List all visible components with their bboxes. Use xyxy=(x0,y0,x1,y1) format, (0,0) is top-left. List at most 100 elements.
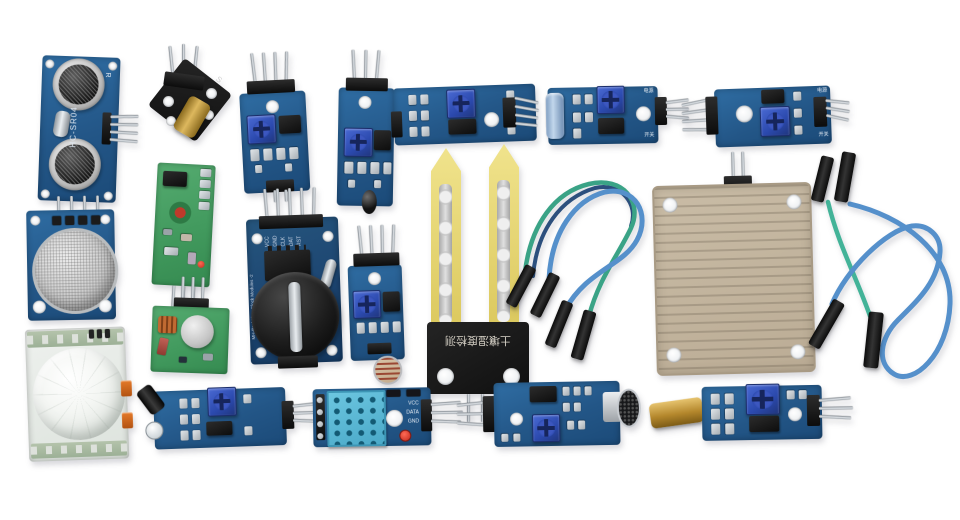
solder-pad xyxy=(179,398,188,409)
switch-label: 开关 xyxy=(818,131,829,138)
tilt-sensor-module xyxy=(646,379,861,447)
pin xyxy=(681,118,709,124)
solder-pad xyxy=(567,420,575,430)
pin xyxy=(819,414,852,420)
pin-header xyxy=(345,77,388,92)
wire-navy xyxy=(531,185,635,278)
ir-obstacle-module xyxy=(135,378,320,458)
solder-pad xyxy=(200,168,212,178)
trimmer-potentiometer xyxy=(352,289,382,319)
pin xyxy=(457,421,486,427)
pin xyxy=(682,128,709,132)
pin-label: RST xyxy=(296,235,303,246)
pin-label-gnd: GND xyxy=(407,418,420,425)
battery-clip xyxy=(288,281,303,353)
transducer-mesh xyxy=(54,143,96,186)
trimmer-potentiometer xyxy=(745,383,781,416)
pin-label: CLK xyxy=(280,236,287,247)
pin xyxy=(818,406,853,410)
power-label: 电源 xyxy=(643,88,654,95)
solder-pad xyxy=(562,402,570,412)
inductor-coil xyxy=(157,315,178,334)
solder-joint xyxy=(316,397,323,404)
solder-pad xyxy=(786,390,795,400)
pin xyxy=(363,49,368,80)
solder-pad xyxy=(356,322,365,334)
pin xyxy=(263,188,269,220)
mounting-hole xyxy=(503,368,520,385)
pin-label: DAT xyxy=(288,236,295,247)
solder-pad xyxy=(263,148,273,161)
pin-header xyxy=(705,96,719,135)
tilt-switch-cylinder xyxy=(648,396,705,429)
smd-component xyxy=(406,389,421,397)
pin-header xyxy=(246,79,296,95)
gas-sensor-module xyxy=(25,195,119,323)
trimmer-potentiometer xyxy=(531,413,561,443)
wire-teal xyxy=(825,199,873,319)
solder-pad xyxy=(420,94,429,105)
smd-component xyxy=(178,356,187,363)
dht11-sensor-body xyxy=(326,390,387,448)
comparator-ic xyxy=(529,385,557,403)
pin xyxy=(284,51,289,82)
solder-pad xyxy=(244,426,253,436)
sensor-module-a xyxy=(235,50,319,204)
pin-header xyxy=(353,252,400,267)
solder-pad xyxy=(573,128,582,139)
comparator-ic xyxy=(598,117,625,135)
solder-pad xyxy=(794,125,803,135)
solder-pad xyxy=(793,108,803,118)
pin-label: GND xyxy=(272,235,279,247)
comparator-ic xyxy=(206,420,233,436)
flame-sensor-bulb xyxy=(361,189,378,215)
solder-pad xyxy=(392,321,401,333)
solder-pad xyxy=(584,94,593,105)
pin xyxy=(467,394,470,422)
pin xyxy=(681,98,708,107)
solder-pad xyxy=(276,147,286,161)
fork-trace-right xyxy=(497,180,510,322)
moisture-comparator-module xyxy=(390,80,544,151)
solder-pad xyxy=(408,110,418,122)
wire-blue xyxy=(546,188,645,313)
solder-pad xyxy=(348,179,356,188)
solder-pad xyxy=(192,429,201,441)
solder-joint xyxy=(317,433,324,440)
solder-pad xyxy=(191,413,201,425)
solder-pad xyxy=(289,146,299,160)
solder-pad xyxy=(584,386,592,396)
mounting-hole xyxy=(437,368,454,385)
photoresistor-module xyxy=(345,224,413,388)
transducer-mesh xyxy=(57,63,100,106)
laser-emitter-module: S xyxy=(147,44,234,152)
vibration-switch-cylinder xyxy=(545,92,565,140)
microphone-face xyxy=(616,388,642,428)
pcb-dot xyxy=(163,96,174,107)
pin xyxy=(456,400,485,407)
solder-pad xyxy=(578,420,586,430)
solder-pad xyxy=(710,408,721,420)
trimmer-potentiometer xyxy=(596,85,625,115)
battery-holder-tab xyxy=(277,355,319,369)
switch-label: 开关 xyxy=(644,132,655,139)
trimmer-potentiometer xyxy=(246,114,277,145)
pin xyxy=(299,187,304,218)
trimmer-potentiometer xyxy=(759,105,791,137)
solder-pad xyxy=(724,408,735,420)
solder-pad xyxy=(724,393,734,405)
solder-pad xyxy=(198,190,211,200)
solder-pad xyxy=(91,215,101,225)
solder-pad xyxy=(710,393,720,405)
pin xyxy=(681,108,708,115)
pin xyxy=(374,50,381,81)
photoresistor-ldr xyxy=(372,355,403,386)
pin xyxy=(380,224,384,255)
pin xyxy=(261,52,267,83)
trimmer-potentiometer xyxy=(206,386,237,417)
pin xyxy=(368,225,374,256)
mounting-hole xyxy=(100,214,111,225)
pin xyxy=(96,329,103,339)
pin xyxy=(481,394,484,422)
solder-pad xyxy=(573,402,581,412)
